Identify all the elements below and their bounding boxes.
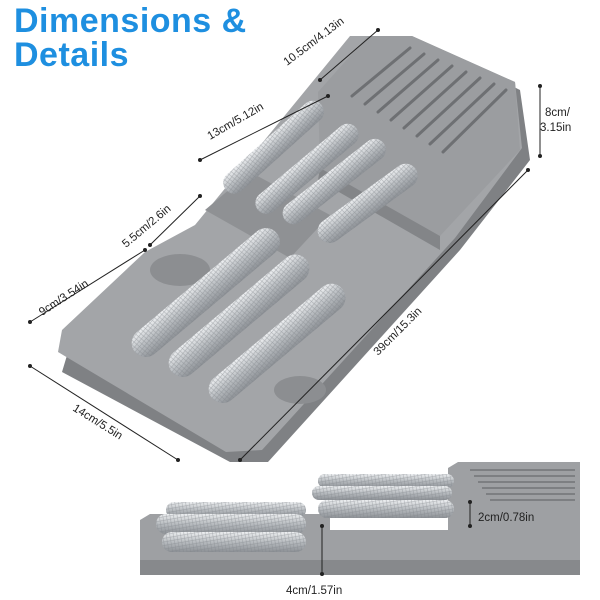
dim-lower-height: 4cm/1.57in <box>286 585 342 597</box>
side-view-slots <box>470 469 575 501</box>
dim-step-height: 2cm/0.78in <box>478 512 534 524</box>
lower-knife-handles <box>131 228 346 404</box>
knife-handle <box>223 100 324 194</box>
upper-knife-slots <box>350 46 508 154</box>
side-dimension-arrowheads <box>320 500 472 576</box>
dim-height: 8cm/ <box>545 107 571 119</box>
title-line-1: Dimensions & <box>14 2 247 40</box>
side-view-lower-knives <box>156 502 306 552</box>
recess <box>274 376 326 404</box>
title-line-2: Details <box>14 36 129 74</box>
dim-height-in: 3.15in <box>540 122 571 134</box>
knife-handle <box>317 163 418 243</box>
knife-handle <box>208 283 346 404</box>
upper-knife-handles <box>223 100 418 243</box>
knife-handle <box>131 228 280 358</box>
knife-handle <box>168 254 310 378</box>
knife-handle <box>282 138 386 225</box>
dimension-lines <box>29 29 541 461</box>
side-view-upper-knives <box>312 474 454 518</box>
dimension-arrowheads <box>28 28 542 462</box>
recess <box>150 254 210 286</box>
knife-handle <box>255 123 359 214</box>
knife-block-side-view <box>140 462 580 575</box>
dim-upper-slot-length: 13cm/5.12in <box>206 101 266 143</box>
side-dimension-lines <box>321 502 471 574</box>
